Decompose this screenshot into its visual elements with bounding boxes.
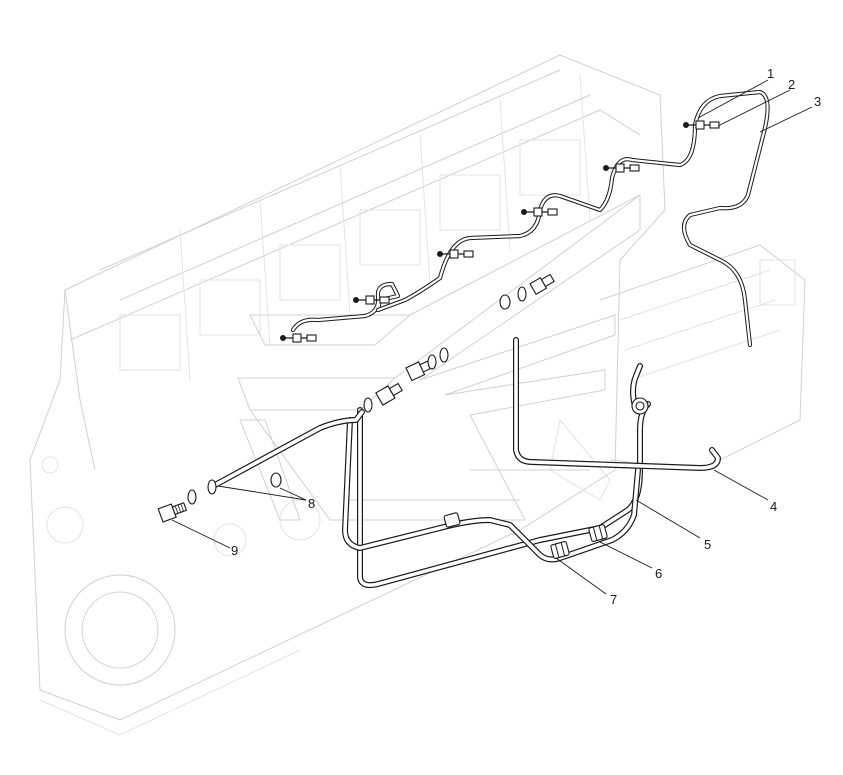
hollow-bolt (157, 502, 188, 523)
banjo-fitting (437, 249, 474, 259)
leader-lines (171, 79, 813, 595)
callout-4: 4 (770, 499, 777, 514)
pipe-clamp (443, 512, 461, 528)
engine-block-outline (29, 54, 806, 736)
callout-7: 7 (610, 592, 617, 607)
banjo-fitting (353, 295, 390, 305)
hollow-bolt (529, 273, 555, 295)
banjo-fittings (280, 120, 720, 343)
sealing-washer (363, 397, 373, 413)
sealing-washer (270, 472, 282, 488)
hollow-bolts-and-washers (157, 273, 649, 523)
sealing-washer (517, 286, 527, 302)
sealing-washer (427, 354, 437, 370)
sealing-washer (187, 489, 197, 505)
sealing-washer (439, 347, 449, 363)
callout-9: 9 (231, 543, 238, 558)
banjo-fitting (683, 120, 720, 130)
injector-leakoff-line (290, 89, 770, 348)
callout-5: 5 (704, 537, 711, 552)
hollow-bolt (405, 359, 434, 382)
banjo-fitting (521, 207, 558, 217)
pipe-clamp (588, 524, 608, 542)
pipe-clamps (443, 512, 608, 559)
callout-3: 3 (814, 94, 821, 109)
callout-8: 8 (308, 496, 315, 511)
callout-1: 1 (767, 66, 774, 81)
callout-numbers: 1 2 3 4 5 6 7 8 9 (231, 66, 821, 607)
sealing-washer (207, 479, 217, 495)
callout-2: 2 (788, 77, 795, 92)
sealing-washer (499, 294, 511, 310)
pipe-clamp (550, 541, 570, 559)
banjo-fitting (603, 163, 640, 173)
hollow-bolt (375, 382, 403, 406)
banjo-fitting (280, 333, 317, 343)
direction-arrow-watermark (237, 194, 641, 521)
fuel-pipes (212, 337, 721, 589)
callout-6: 6 (655, 566, 662, 581)
